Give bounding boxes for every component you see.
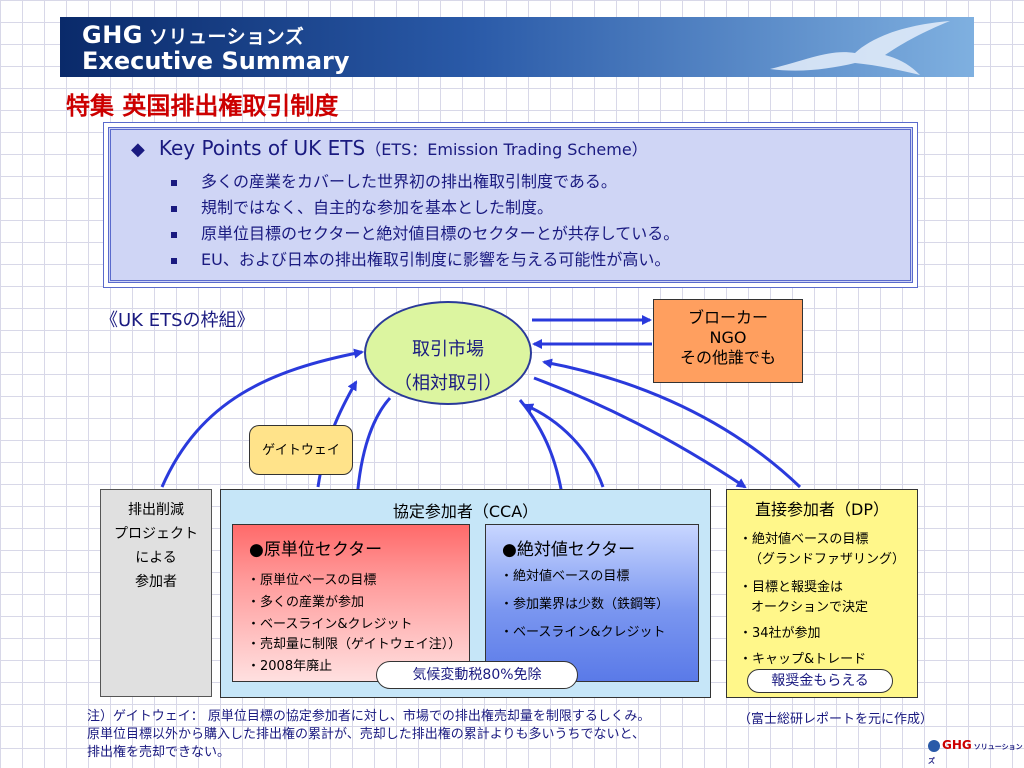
- reward-badge: 報奨金もらえる: [747, 669, 893, 693]
- key-point-item: EU、および日本の排出権取引制度に影響を与える可能性が高い。: [171, 246, 670, 270]
- source-citation: （富士総研レポートを元に作成）: [738, 712, 934, 727]
- arrow-cca-right-to-market: [523, 403, 605, 488]
- broker-line: その他誰でも: [679, 348, 776, 367]
- dp-line: オークションで決定: [751, 600, 869, 615]
- broker-box: ブローカー NGO その他誰でも: [653, 299, 803, 383]
- banner-brand-jp: ソリューションズ: [148, 26, 305, 48]
- key-points-title-sub: （ETS：Emission Trading Scheme）: [365, 140, 648, 159]
- square-bullet-icon: [171, 205, 177, 212]
- intensity-sector-box: ●原単位セクター ・原単位ベースの目標 ・多くの産業が参加 ・ベースライン&クレ…: [232, 524, 470, 682]
- note-line: 排出権を売却できない。: [87, 745, 231, 760]
- project-line: プロジェクト: [114, 526, 198, 542]
- absolute-line: ・絶対値ベースの目標: [500, 569, 630, 584]
- banner-line2: Executive Summary: [82, 47, 350, 75]
- cca-title: 協定参加者（CCA）: [392, 502, 539, 521]
- project-participants-box: 排出削減 プロジェクト による 参加者: [100, 489, 212, 697]
- diamond-bullet-icon: ◆: [131, 139, 145, 160]
- dp-line: （グランドファザリング）: [749, 552, 906, 567]
- tax-exemption-badge: 気候変動税80%免除: [376, 661, 578, 689]
- intensity-line: ・多くの産業が参加: [247, 595, 365, 610]
- project-line: 参加者: [135, 574, 177, 590]
- broker-line: NGO: [709, 328, 747, 347]
- dp-line: ・絶対値ベースの目標: [739, 532, 869, 547]
- key-points-inner: ◆ Key Points of UK ETS（ETS：Emission Tradi…: [108, 127, 913, 283]
- key-point-text: 規制ではなく、自主的な参加を基本とした制度。: [201, 198, 554, 217]
- market-sublabel: （相対取引）: [394, 373, 502, 394]
- key-points-box: ◆ Key Points of UK ETS（ETS：Emission Tradi…: [103, 122, 918, 288]
- note-line: 原単位目標以外から購入した排出権の累計が、売却した排出権の累計よりも多いうちでな…: [87, 727, 645, 742]
- arrow-dp-to-market: [542, 358, 802, 489]
- globe-icon: [928, 739, 940, 752]
- logo-brand: GHG: [942, 738, 972, 752]
- dp-line: ・34社が参加: [739, 626, 821, 641]
- dp-line: ・目標と報奨金は: [739, 580, 844, 595]
- arrow-project-to-market: [160, 348, 364, 488]
- market-label: 取引市場: [412, 339, 484, 360]
- framework-title: 《UK ETSの枠組》: [100, 310, 255, 331]
- key-point-item: 原単位目標のセクターと絶対値目標のセクターとが共存している。: [171, 220, 679, 244]
- absolute-line: ・参加業界は少数（鉄鋼等）: [500, 597, 670, 612]
- note-line: 注）ゲイトウェイ： 原単位目標の協定参加者に対し、市場での排出権売却量を制限する…: [87, 709, 651, 724]
- absolute-sector-title: ●絶対値セクター: [502, 540, 636, 560]
- absolute-line: ・ベースライン&クレジット: [500, 625, 666, 640]
- market-ellipse: 取引市場 （相対取引）: [364, 301, 532, 405]
- absolute-sector-box: ●絶対値セクター ・絶対値ベースの目標 ・参加業界は少数（鉄鋼等） ・ベースライ…: [485, 524, 699, 682]
- banner-brand: GHG: [82, 21, 143, 49]
- dp-title: 直接参加者（DP）: [755, 500, 889, 519]
- gateway-box: ゲイトウェイ: [249, 425, 353, 475]
- intensity-line: ・ベースライン&クレジット: [247, 617, 413, 632]
- project-line: 排出削減: [128, 502, 184, 518]
- key-points-title-main: Key Points of UK ETS: [158, 136, 366, 160]
- project-line: による: [135, 550, 177, 566]
- broker-line: ブローカー: [687, 308, 768, 327]
- intensity-sector-title: ●原単位セクター: [249, 540, 383, 560]
- intensity-line: ・2008年廃止: [247, 659, 333, 674]
- intensity-line: ・原単位ベースの目標: [247, 573, 377, 588]
- key-point-text: 多くの産業をカバーした世界初の排出権取引制度である。: [201, 172, 617, 191]
- key-point-text: EU、および日本の排出権取引制度に影響を与える可能性が高い。: [201, 250, 671, 269]
- square-bullet-icon: [171, 257, 177, 264]
- logo-sub: ソリューションズ: [928, 743, 1023, 765]
- arrow-market-to-dp: [533, 376, 747, 489]
- page-title: 特集 英国排出権取引制度: [66, 92, 339, 120]
- dp-line: ・キャップ&トレード: [739, 652, 867, 667]
- key-point-text: 原単位目標のセクターと絶対値目標のセクターとが共存している。: [201, 224, 680, 243]
- square-bullet-icon: [171, 179, 177, 186]
- intensity-line: ・売却量に制限（ゲイトウェイ注））: [247, 637, 462, 652]
- key-point-item: 規制ではなく、自主的な参加を基本とした制度。: [171, 194, 553, 218]
- bird-icon: [770, 21, 950, 75]
- key-points-title: ◆ Key Points of UK ETS（ETS：Emission Tradi…: [131, 136, 648, 160]
- square-bullet-icon: [171, 231, 177, 238]
- key-point-item: 多くの産業をカバーした世界初の排出権取引制度である。: [171, 168, 617, 192]
- direct-participants-box: 直接参加者（DP） ・絶対値ベースの目標 （グランドファザリング） ・目標と報奨…: [726, 489, 918, 698]
